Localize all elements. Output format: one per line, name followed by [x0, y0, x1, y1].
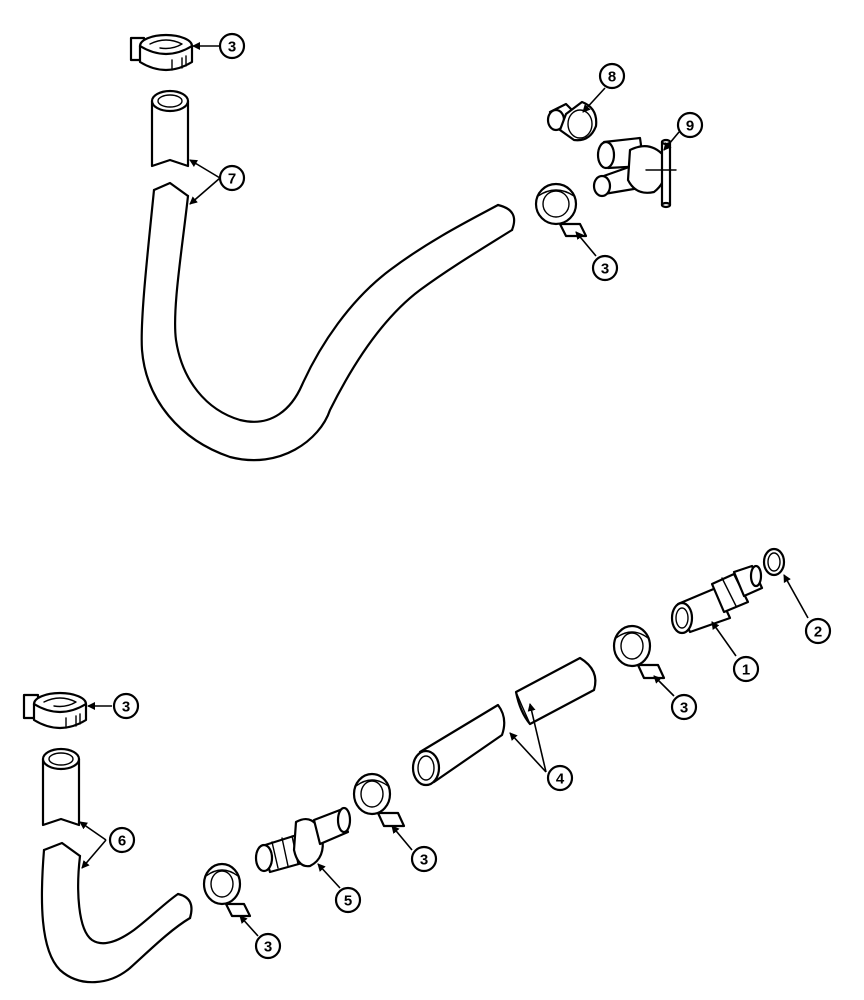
leader-lines: [79, 42, 809, 937]
callout-9: 9: [676, 111, 704, 139]
svg-text:1: 1: [742, 662, 750, 679]
callout-1: 1: [732, 655, 760, 683]
hose-straight-segment-right: [514, 656, 597, 726]
hose-barb-connector: [254, 806, 352, 874]
svg-text:9: 9: [686, 118, 694, 135]
callout-3-middle: 3: [410, 845, 438, 873]
hose-clamp-upper-right: [534, 182, 588, 238]
svg-text:3: 3: [228, 39, 236, 56]
sealing-washer: [762, 547, 786, 577]
callout-3-bottom: 3: [254, 932, 282, 960]
callout-2: 2: [804, 617, 832, 645]
threaded-hose-fitting: [670, 564, 764, 635]
callout-3-lower-left: 3: [112, 692, 140, 720]
reducer-fitting: [546, 100, 598, 142]
hose-clamp-middle: [352, 772, 406, 828]
callout-7: 7: [218, 164, 246, 192]
svg-text:3: 3: [680, 700, 688, 717]
hose-long-curved: [140, 181, 516, 462]
svg-text:8: 8: [608, 69, 616, 86]
svg-text:3: 3: [122, 699, 130, 716]
callout-6: 6: [108, 826, 136, 854]
svg-text:2: 2: [814, 624, 822, 641]
callout-5: 5: [334, 886, 362, 914]
callout-3-lower-right: 3: [670, 693, 698, 721]
svg-text:3: 3: [420, 852, 428, 869]
hose-lower-curved: [40, 841, 193, 984]
hose-clamp-top-left: [129, 33, 194, 72]
callout-8: 8: [598, 62, 626, 90]
svg-text:4: 4: [556, 771, 565, 788]
svg-text:3: 3: [601, 261, 609, 278]
svg-text:5: 5: [344, 893, 352, 910]
hose-segment-lower-short: [41, 747, 81, 827]
hose-straight-segment-left: [411, 703, 506, 787]
tee-valve-fitting: [592, 136, 677, 209]
hose-clamp-lower-right: [612, 624, 666, 680]
svg-text:3: 3: [264, 939, 272, 956]
callout-3-top-left: 3: [218, 32, 246, 60]
hose-clamp-bottom: [202, 862, 252, 918]
hose-segment-upper-short: [150, 89, 190, 168]
hose-clamp-lower-left: [22, 691, 88, 730]
callout-4: 4: [546, 764, 574, 792]
callout-3-upper-right: 3: [591, 254, 619, 282]
svg-text:7: 7: [228, 171, 236, 188]
svg-text:6: 6: [118, 833, 126, 850]
